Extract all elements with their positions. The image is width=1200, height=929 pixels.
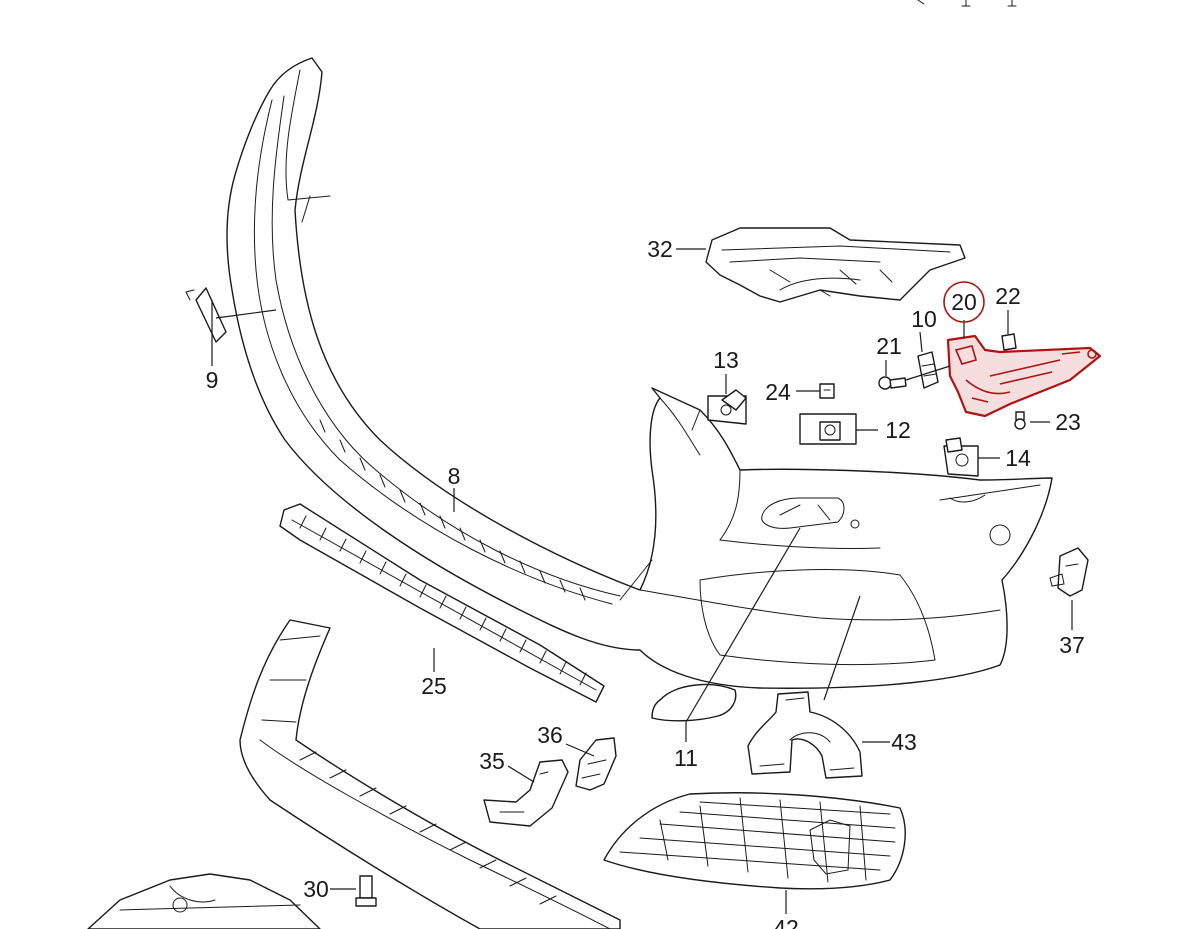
highlight-ring — [943, 281, 985, 323]
callout-13[interactable]: 13 — [713, 347, 739, 373]
callout-10[interactable]: 10 — [911, 306, 937, 332]
screw-part-23[interactable] — [1014, 411, 1026, 430]
screw-part-30[interactable] — [355, 875, 377, 907]
callout-8[interactable]: 8 — [448, 463, 461, 489]
callout-12[interactable]: 12 — [885, 417, 911, 443]
callout-35[interactable]: 35 — [479, 748, 505, 774]
callout-30[interactable]: 30 — [303, 876, 329, 902]
bolt-part-21[interactable] — [878, 376, 907, 390]
underbody-panel-fragment — [87, 873, 321, 929]
bumper-cover-part[interactable] — [226, 57, 1053, 689]
callout-labels: 8 9 10 11 12 13 14 20 21 22 23 24 25 30 … — [206, 236, 1085, 929]
air-duct-part-43[interactable] — [747, 691, 863, 779]
trim-strip-part-36[interactable] — [575, 737, 617, 791]
honeycomb-grille-part-42[interactable] — [603, 792, 906, 890]
mounting-plate-part-12[interactable] — [799, 413, 857, 445]
callout-21[interactable]: 21 — [876, 333, 902, 359]
leader-lines — [211, 248, 1073, 914]
lower-carrier-part[interactable] — [239, 619, 621, 929]
callout-32[interactable]: 32 — [647, 236, 673, 262]
callout-43[interactable]: 43 — [891, 729, 917, 755]
towing-eye-cover-part[interactable] — [185, 287, 227, 343]
nut-part-24[interactable] — [819, 383, 835, 399]
callout-14[interactable]: 14 — [1005, 445, 1031, 471]
callout-36[interactable]: 36 — [537, 722, 563, 748]
upper-bracket-part[interactable] — [705, 227, 966, 303]
sensor-holder-part-14[interactable] — [943, 437, 979, 477]
callout-9[interactable]: 9 — [206, 367, 219, 393]
top-edge-fasteners — [917, 0, 1017, 7]
impact-strip-part-25[interactable] — [279, 503, 605, 703]
side-bracket-part-37[interactable] — [1049, 547, 1089, 597]
clip-part-10[interactable] — [917, 351, 939, 389]
callout-37[interactable]: 37 — [1059, 632, 1085, 658]
callout-22[interactable]: 22 — [995, 283, 1021, 309]
guide-bracket-part-highlighted[interactable] — [946, 334, 1102, 418]
sensor-holder-part-13[interactable] — [707, 389, 747, 425]
callout-24[interactable]: 24 — [765, 379, 791, 405]
cover-cap-part-11[interactable] — [651, 683, 737, 722]
callout-42[interactable]: 42 — [773, 915, 799, 929]
trim-strip-part-35[interactable] — [483, 759, 569, 827]
clip-part-22[interactable] — [1001, 333, 1017, 351]
callout-20[interactable]: 20 — [951, 289, 977, 315]
callout-23[interactable]: 23 — [1055, 409, 1081, 435]
callout-25[interactable]: 25 — [421, 673, 447, 699]
callout-11[interactable]: 11 — [674, 745, 698, 771]
